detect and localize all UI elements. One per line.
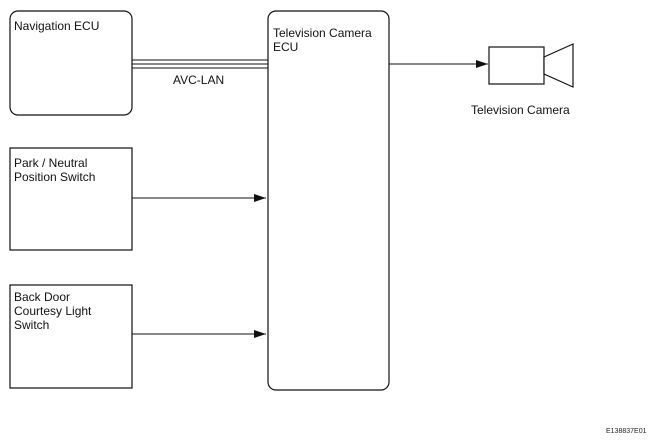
park-neutral-switch-label: Park / Neutral Position Switch <box>14 156 96 184</box>
back-door-switch-label: Back Door Courtesy Light Switch <box>14 290 92 332</box>
figure-id: E138837E01 <box>606 428 647 435</box>
navigation-ecu-label: Navigation ECU <box>14 19 100 33</box>
navigation-ecu-box <box>9 10 133 116</box>
camera-body <box>488 46 545 85</box>
avc-lan-label: AVC-LAN <box>173 73 225 87</box>
television-camera-ecu-box <box>267 10 390 391</box>
camera-lens <box>543 43 574 88</box>
video-camera-icon <box>488 43 574 88</box>
park-neutral-switch-box <box>9 147 133 251</box>
television-camera-label: Television Camera <box>471 103 570 117</box>
television-camera-ecu-label: Television Camera ECU <box>273 26 372 54</box>
back-door-switch-box <box>9 284 133 389</box>
avc-lan-bus <box>132 59 268 69</box>
